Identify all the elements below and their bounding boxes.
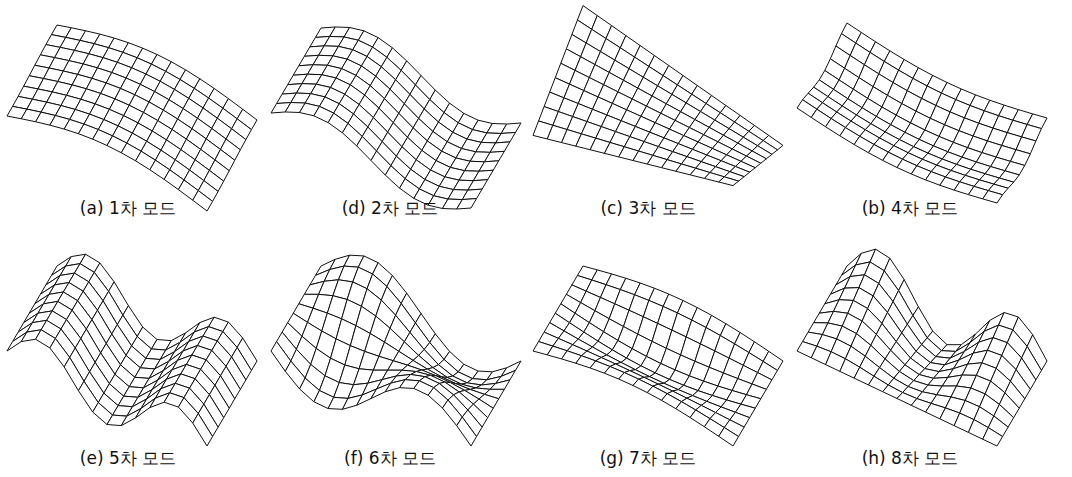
mesh-cell — [457, 199, 477, 209]
mesh-cell — [193, 414, 213, 446]
mesh-cell — [136, 398, 156, 418]
mesh-cell — [719, 428, 739, 446]
mode-caption: (a) 1차 모드 — [80, 197, 176, 220]
mode-caption: (e) 5차 모드 — [80, 447, 176, 470]
mode-shape-mesh — [7, 25, 257, 211]
mesh-cell — [457, 417, 477, 446]
mesh-cell — [473, 170, 493, 180]
mode-caption: (g) 7차 모드 — [600, 447, 697, 470]
mode-shape-mesh — [271, 27, 521, 209]
mode-shape-mesh — [533, 6, 783, 186]
mode-caption: (d) 2차 모드 — [342, 197, 439, 220]
mesh-cell — [468, 180, 488, 190]
mode-shape-mesh — [533, 266, 783, 446]
mode-shape-mesh — [797, 249, 1047, 446]
mesh-cell — [501, 123, 521, 133]
mesh-cell — [479, 161, 499, 171]
mesh-cell — [121, 408, 141, 425]
mesh-cell — [719, 177, 739, 186]
mode-shape-mesh — [797, 23, 1047, 203]
mode-shape-mesh — [7, 254, 257, 446]
mesh-cell — [193, 191, 213, 211]
mesh-cell — [490, 380, 510, 389]
mesh-cell — [462, 189, 482, 199]
mesh-cell — [983, 191, 1003, 203]
mesh-cell — [490, 142, 510, 152]
mode-caption: (f) 6차 모드 — [344, 447, 436, 470]
mesh-cell — [496, 132, 516, 142]
mode-shape-mesh — [271, 255, 521, 446]
mode-caption: (b) 4차 모드 — [862, 197, 959, 220]
mode-caption: (c) 3차 모드 — [600, 197, 695, 220]
mesh-cell — [983, 428, 1003, 446]
mode-caption: (h) 8차 모드 — [862, 447, 959, 470]
mesh-cell — [484, 151, 504, 161]
